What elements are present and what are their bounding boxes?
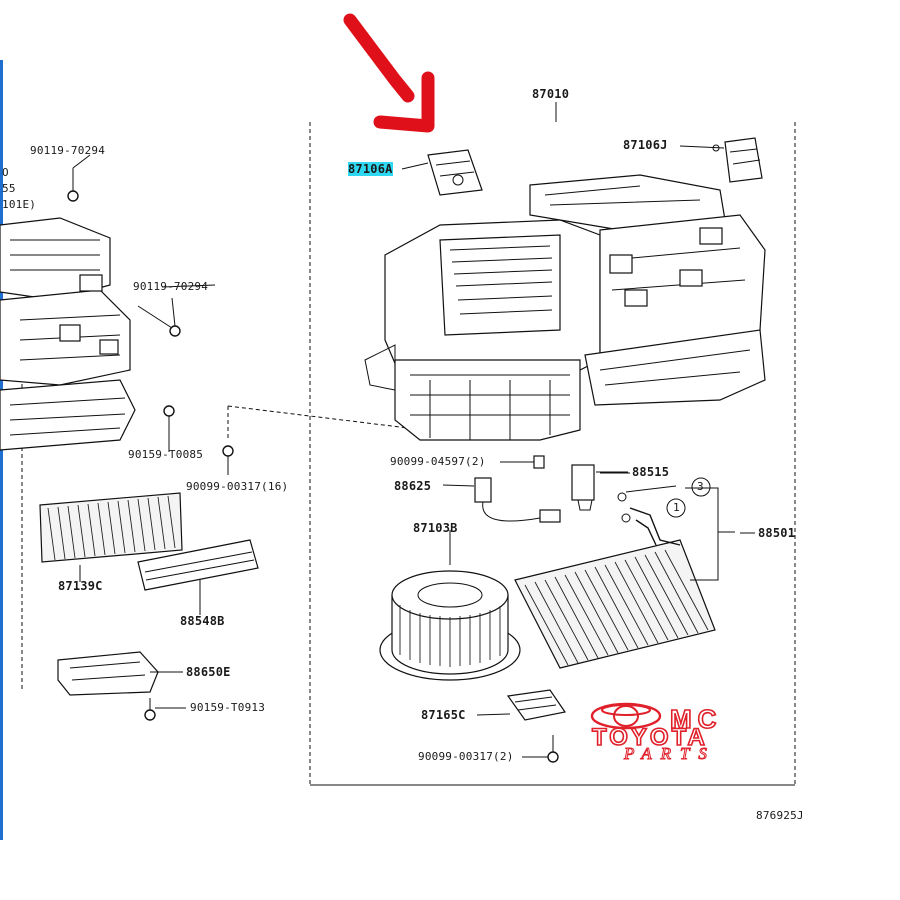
label-90119-top: 90119-70294	[30, 144, 106, 157]
edge-label-o: O	[2, 166, 9, 179]
assembly-87010-boundary	[309, 102, 796, 786]
label-90099-04597: 90099-04597(2)	[390, 455, 486, 468]
label-88625: 88625	[394, 479, 432, 493]
label-90159-t0913: 90159-T0913	[190, 701, 266, 714]
red-arrow-icon	[343, 13, 435, 133]
sensor-wire-88625	[442, 455, 561, 523]
toyota-emblem-icon	[590, 702, 662, 730]
edge-label-55: 55	[2, 182, 16, 195]
servo-motor-87106j	[679, 137, 763, 183]
duct-88650e	[57, 651, 183, 696]
filter-cover-88548b	[137, 539, 259, 615]
label-87106a: 87106A	[348, 162, 393, 176]
label-87103b: 87103B	[413, 521, 458, 535]
label-90099-16: 90099-00317(16)	[186, 480, 289, 493]
edge-label-101e: 101E)	[2, 198, 37, 211]
pointer-dashed-line	[227, 405, 409, 429]
logo-parts-text: PARTS	[624, 744, 716, 764]
label-87165c: 87165C	[421, 708, 466, 722]
callout-1: 1	[673, 501, 680, 514]
blower-fan-87103b	[379, 530, 521, 681]
expansion-valve-88515	[571, 464, 677, 523]
leader-lines	[161, 284, 755, 534]
label-87106j: 87106J	[623, 138, 668, 152]
left-heater-assembly	[0, 217, 136, 451]
hvac-unit-body	[364, 174, 766, 441]
label-90159-t0085: 90159-T0085	[128, 448, 204, 461]
logo-toyota-text: TOYOTA	[591, 723, 708, 752]
servo-motor-87106a	[401, 149, 483, 196]
label-88515: 88515	[632, 465, 670, 479]
label-87139c: 87139C	[58, 579, 103, 593]
cabin-filter-87139c	[39, 492, 183, 582]
label-90119-mid: 90119-70294	[133, 280, 209, 293]
evaporator-88501	[514, 487, 735, 669]
callout-circles	[666, 477, 711, 518]
blower-resistor-87165c	[476, 689, 567, 721]
screw-icon	[67, 154, 559, 763]
label-90099-2: 90099-00317(2)	[418, 750, 514, 763]
label-88501: 88501	[758, 526, 796, 540]
logo-mc-text: MC	[669, 703, 723, 735]
mc-toyota-parts-logo: MC TOYOTA PARTS	[588, 703, 788, 764]
label-88650e: 88650E	[186, 665, 231, 679]
label-88548b: 88548B	[180, 614, 225, 628]
label-87010: 87010	[532, 87, 570, 101]
label-87106a-highlight: 87106A	[348, 162, 393, 176]
diagram-code: 876925J	[756, 809, 804, 822]
callout-3: 3	[697, 480, 704, 493]
